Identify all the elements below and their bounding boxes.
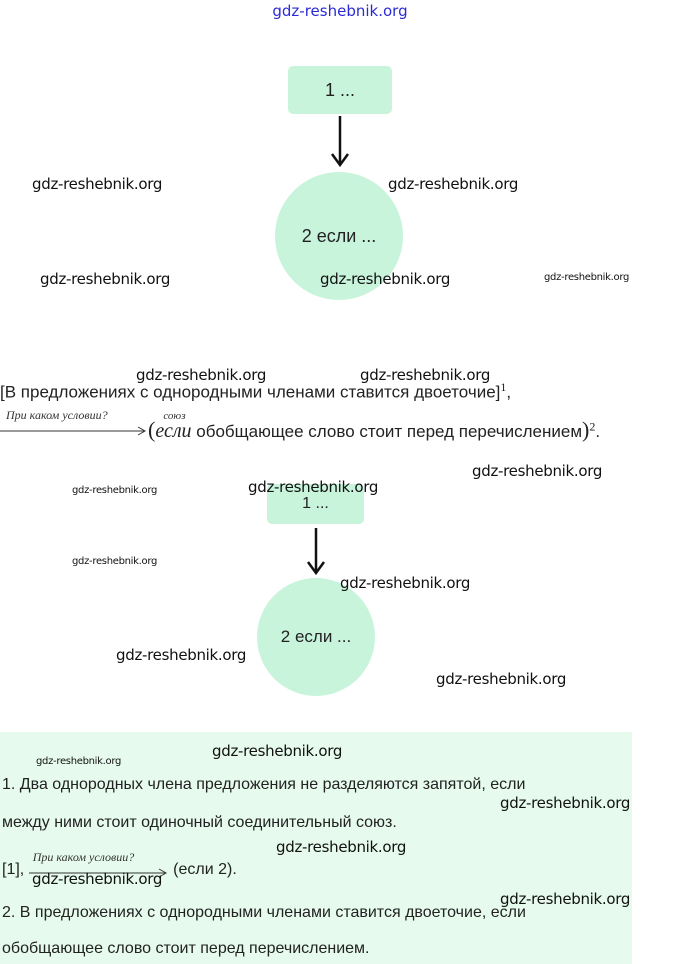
main-clause: [В предложениях с однородными членами ст… <box>0 382 501 402</box>
scheme-prefix: [1], <box>2 861 25 879</box>
watermark: gdz-reshebnik.org <box>436 670 567 688</box>
answer-text: 2. В предложениях с однородными членами … <box>2 904 526 921</box>
arrow-down-icon <box>306 528 326 576</box>
period: . <box>595 422 601 441</box>
box-label: 1 ... <box>302 495 329 512</box>
answer-scheme: [1], При каком условии? (если 2). <box>2 850 237 882</box>
answer-text: обобщающее слово стоит перед перечислени… <box>2 940 370 957</box>
watermark: gdz-reshebnik.org <box>340 574 471 592</box>
condition-arrow: При каком условии? <box>0 408 150 441</box>
watermark: gdz-reshebnik.org <box>32 870 163 888</box>
watermark: gdz-reshebnik.org <box>136 366 267 384</box>
subordinate-clause: обобщающее слово стоит перед перечислени… <box>196 422 583 441</box>
site-header-watermark[interactable]: gdz-reshebnik.org <box>272 2 408 20</box>
answer-box: 1. Два однородных члена предложения не р… <box>0 732 632 964</box>
arrow-right-icon <box>0 426 147 436</box>
watermark: gdz-reshebnik.org <box>248 478 379 496</box>
paren-close: ) <box>582 417 590 442</box>
watermark: gdz-reshebnik.org <box>32 175 163 193</box>
superscript-2: 2 <box>589 419 596 434</box>
watermark: gdz-reshebnik.org <box>472 462 603 480</box>
paren-open: ( <box>148 417 156 442</box>
scheme-circle-2: 2 если ... <box>275 172 403 300</box>
conj-label: союз <box>163 410 186 422</box>
answer-text: 1. Два однородных члена предложения не р… <box>2 776 526 793</box>
circle-label: 2 если ... <box>280 627 352 646</box>
watermark: gdz-reshebnik.org <box>72 485 158 496</box>
watermark: gdz-reshebnik.org <box>360 366 491 384</box>
conjunction: если <box>155 420 192 442</box>
watermark: gdz-reshebnik.org <box>36 756 122 767</box>
comma: , <box>506 382 512 402</box>
watermark: gdz-reshebnik.org <box>116 646 247 664</box>
watermark: gdz-reshebnik.org <box>544 272 630 283</box>
watermark: gdz-reshebnik.org <box>72 556 158 567</box>
watermark: gdz-reshebnik.org <box>500 794 631 812</box>
scheme-box-1b: 1 ... <box>267 484 364 524</box>
scheme-circle-2b: 2 если ... <box>257 578 375 696</box>
watermark: gdz-reshebnik.org <box>320 270 451 288</box>
watermark: gdz-reshebnik.org <box>276 838 407 856</box>
circle-label: 2 если ... <box>301 225 377 246</box>
arrow-right-icon <box>28 868 167 878</box>
answer-text: между ними стоит одиночный соединительны… <box>2 814 397 831</box>
scheme-suffix: (если 2). <box>173 861 237 879</box>
superscript-1: 1 <box>500 380 507 394</box>
arrow-down-icon <box>330 116 350 168</box>
condition-arrow: При каком условии? <box>28 850 169 882</box>
watermark: gdz-reshebnik.org <box>212 742 343 760</box>
watermark: gdz-reshebnik.org <box>40 270 171 288</box>
box-label: 1 ... <box>324 79 355 100</box>
scheme-box-1: 1 ... <box>288 66 392 114</box>
watermark: gdz-reshebnik.org <box>500 890 631 908</box>
watermark: gdz-reshebnik.org <box>388 175 519 193</box>
arrow-question: При каком условии? <box>32 850 135 864</box>
scheme-line-1: [В предложениях с однородными членами ст… <box>0 380 511 403</box>
arrow-question: При каком условии? <box>6 408 108 422</box>
